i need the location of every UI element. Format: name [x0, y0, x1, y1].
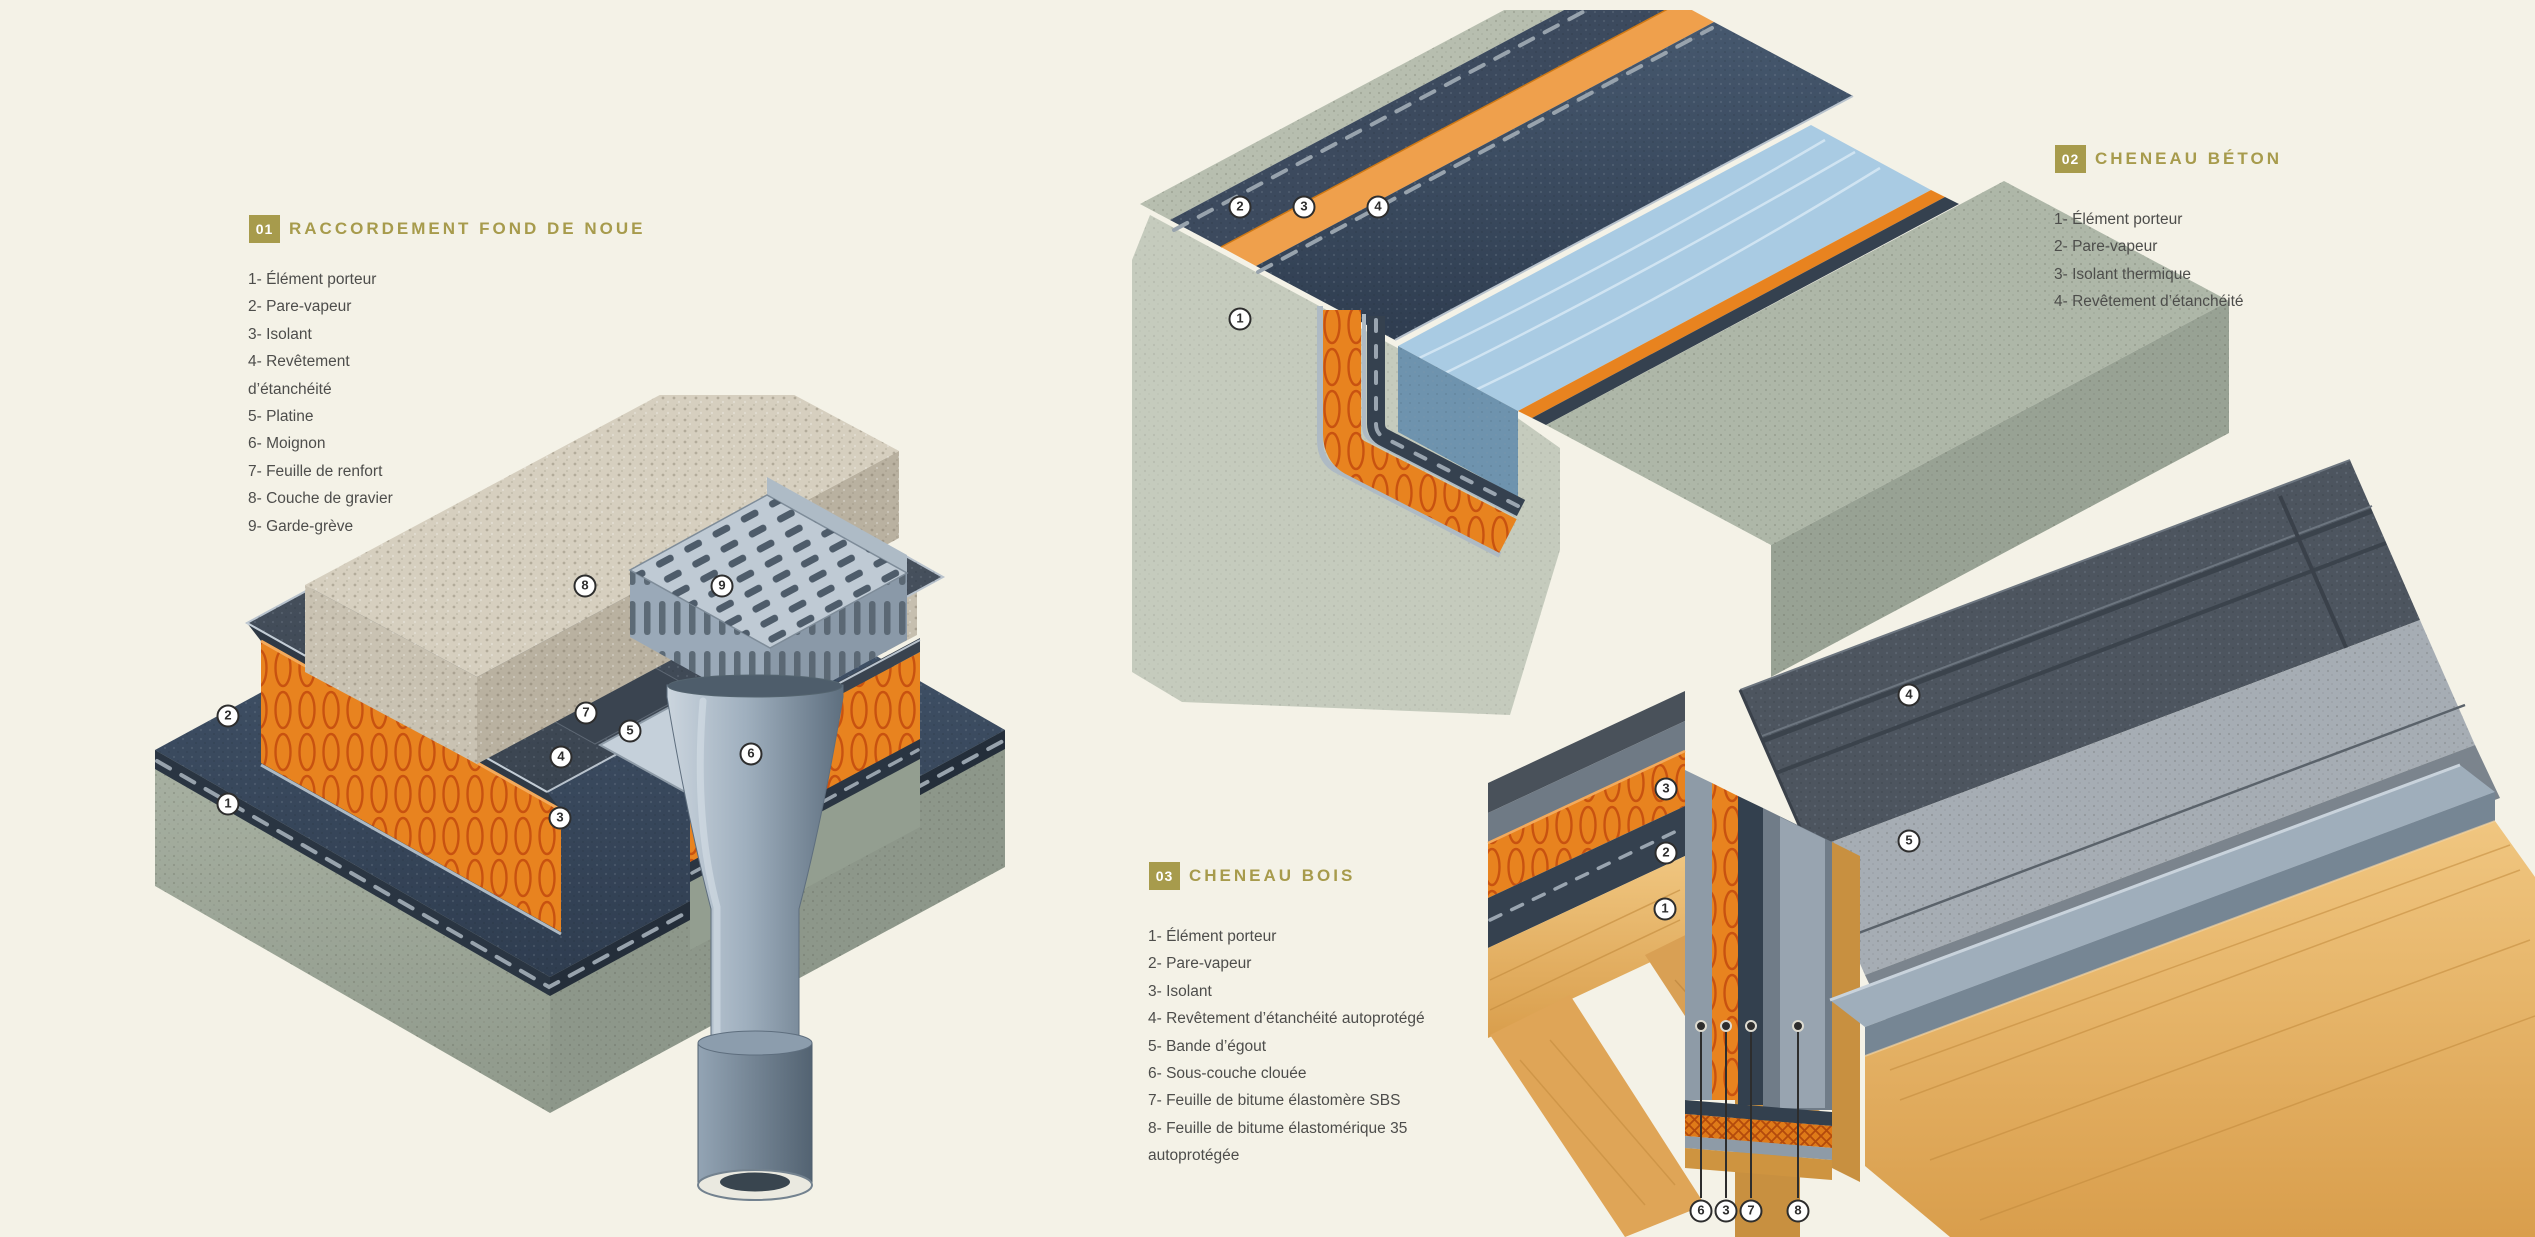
legend-item: d’étanchéité — [248, 380, 332, 398]
legend-cheneau-beton-header: 02 CHENEAU BÉTON — [2055, 145, 2282, 173]
legend-item: 3- Isolant — [248, 325, 312, 343]
legend-item: 1- Élément porteur — [1148, 928, 1277, 945]
legend-item: 4- Revêtement d’étanchéité — [2054, 293, 2244, 311]
legend-item: 1- Élément porteur — [2054, 211, 2183, 228]
legend-raccordement-title: RACCORDEMENT FOND DE NOUE — [289, 219, 646, 238]
legend-item: 8- Feuille de bitume élastomérique 35 — [1148, 1119, 1408, 1137]
legend-item: 4- Revêtement — [248, 353, 350, 371]
legend-raccordement-items: 1- Élément porteur 2- Pare-vapeur 3- Iso… — [248, 266, 393, 540]
figure-cheneau-bois-illustration — [1487, 459, 2535, 1237]
figure-cheneau-beton-illustration — [1132, 10, 2229, 715]
legend-cheneau-bois-items: 1- Élément porteur 2- Pare-vapeur 3- Iso… — [1148, 923, 1425, 1170]
legend-raccordement-header: 01 RACCORDEMENT FOND DE NOUE — [249, 215, 645, 243]
legend-cheneau-beton-badge: 02 — [2055, 145, 2086, 173]
legend-item: 7- Feuille de renfort — [248, 462, 383, 480]
legend-item: 6- Sous-couche clouée — [1148, 1065, 1307, 1083]
figure-raccordement-illustration — [155, 395, 1005, 1201]
legend-cheneau-beton-items: 1- Élément porteur 2- Pare-vapeur 3- Iso… — [2054, 206, 2244, 316]
legend-cheneau-bois-header: 03 CHENEAU BOIS — [1149, 862, 1355, 890]
legend-item: 5- Platine — [248, 408, 314, 426]
legend-item: 8- Couche de gravier — [248, 490, 393, 508]
legend-item: 5- Bande d’égout — [1148, 1037, 1267, 1055]
legend-item: 7- Feuille de bitume élastomère SBS — [1148, 1092, 1401, 1110]
legend-cheneau-bois-title: CHENEAU BOIS — [1189, 866, 1356, 885]
legend-item: 4- Revêtement d’étanchéité autoprotégé — [1148, 1010, 1425, 1028]
legend-item: 9- Garde-grève — [248, 517, 354, 535]
legend-item: 2- Pare-vapeur — [248, 298, 352, 316]
legend-cheneau-bois-badge: 03 — [1149, 862, 1180, 890]
legend-item: 6- Moignon — [248, 435, 326, 453]
legend-item: 3- Isolant thermique — [2054, 265, 2191, 283]
legend-raccordement-badge: 01 — [249, 215, 280, 243]
legend-item: autoprotégée — [1148, 1147, 1240, 1165]
legend-item: 3- Isolant — [1148, 982, 1212, 1000]
legend-item: 2- Pare-vapeur — [1148, 955, 1252, 973]
legend-item: 1- Élément porteur — [248, 271, 377, 288]
legend-item: 2- Pare-vapeur — [2054, 238, 2158, 256]
legend-cheneau-beton-title: CHENEAU BÉTON — [2095, 149, 2282, 168]
